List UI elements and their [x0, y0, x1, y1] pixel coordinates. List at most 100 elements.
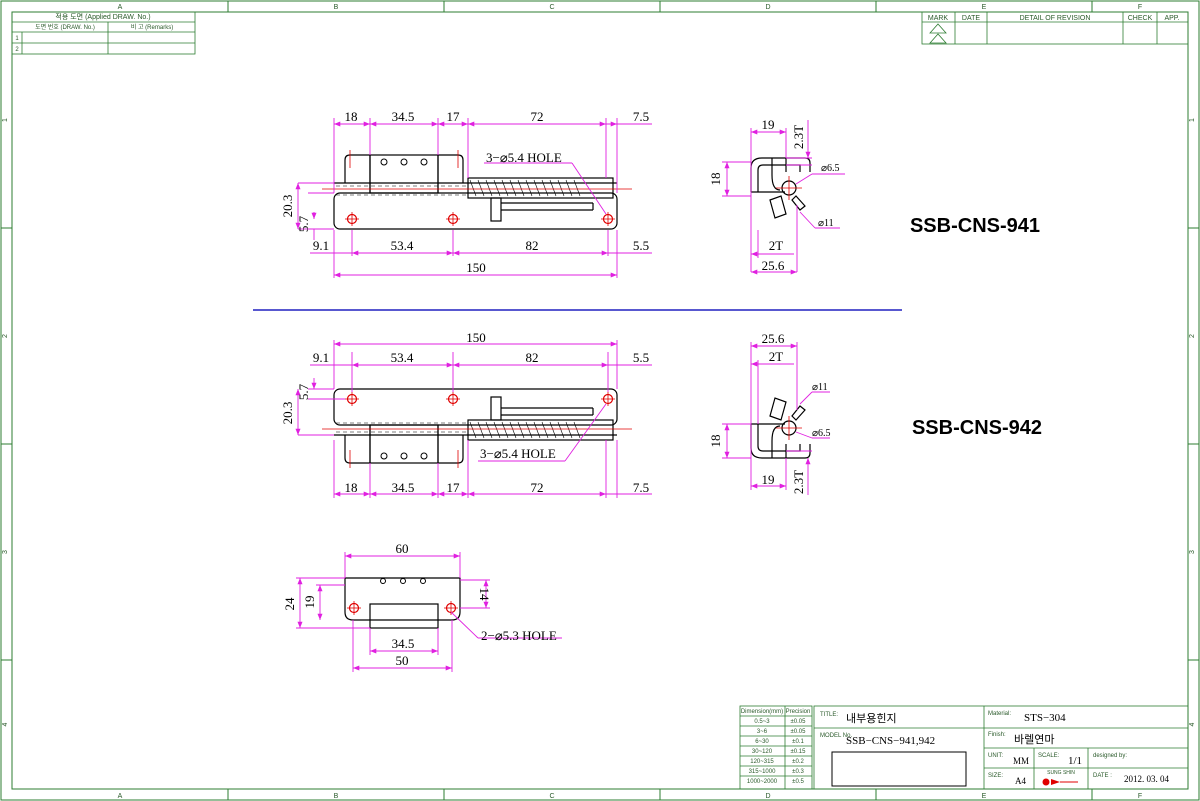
grid-col-top-A: A — [118, 4, 123, 11]
scale-label: SCALE: — [1038, 753, 1060, 759]
dim-bottom-72: 72 — [531, 480, 544, 495]
logo-text: SUNG SHIN — [1047, 770, 1075, 776]
grid-col-bottom-A: A — [118, 793, 123, 800]
tolerance-table — [739, 705, 813, 790]
dim-top-53-4: 53.4 — [391, 238, 414, 253]
dim-plate-14: 14 — [477, 588, 492, 602]
tolerance-row-dimension: 1000~2000 — [747, 779, 778, 785]
dim-side-top-19: 19 — [762, 117, 775, 132]
grid-col-top-C: C — [549, 4, 554, 11]
rev-header-detail: DETAIL OF REVISION — [1020, 15, 1091, 22]
part-number-bottom: SSB-CNS-942 — [912, 417, 1042, 439]
dim-plate-60: 60 — [396, 541, 409, 556]
finish-label: Finish: — [988, 732, 1006, 738]
dim-top-5-7: 5.7 — [296, 215, 311, 232]
grid-col-top-B: B — [334, 4, 339, 11]
tolerance-row-precision: ±0.05 — [791, 729, 807, 735]
tolerance-row-dimension: 315~1000 — [749, 769, 777, 775]
part-number-top: SSB-CNS-941 — [910, 215, 1040, 237]
grid-col-bottom-C: C — [549, 793, 554, 800]
tolerance-row-dimension: 30~120 — [752, 749, 773, 755]
grid-row-left-4: 4 — [2, 722, 9, 726]
company-logo: SUNG SHIN — [1042, 770, 1078, 786]
ref-table-col2: 비 고 (Remarks) — [131, 23, 173, 31]
tolerance-row-precision: ±0.15 — [791, 749, 807, 755]
dim-side-top-25-6: 25.6 — [762, 258, 785, 273]
rev-header-app: APP. — [1164, 15, 1179, 22]
material-label: Material: — [988, 711, 1011, 717]
size-value: A4 — [1015, 776, 1026, 786]
unit-value: MM — [1013, 756, 1029, 766]
tolerance-row-precision: ±0.2 — [792, 759, 804, 765]
dim-bottom-18: 18 — [345, 480, 358, 495]
dim-bottom-7-5: 7.5 — [633, 480, 649, 495]
dim-side-bottom-6-5: ⌀6.5 — [812, 428, 831, 439]
dimension-lines-top — [295, 118, 652, 278]
dimension-lines-bottom — [295, 340, 652, 498]
material-value: STS−304 — [1024, 712, 1066, 724]
dim-bottom-5-5: 5.5 — [633, 350, 649, 365]
ref-table-col1: 도면 번호 (DRAW. No.) — [35, 23, 95, 31]
dimension-lines-side-top — [722, 120, 845, 275]
dim-plate-hole: 2−⌀5.3 HOLE — [481, 628, 557, 643]
side-view-bottom — [750, 397, 811, 459]
dim-plate-19: 19 — [302, 596, 317, 609]
grid-row-left-3: 3 — [2, 550, 9, 554]
reference-table — [11, 11, 196, 55]
ref-table-header: 적용 도면 (Applied DRAW. No.) — [55, 12, 150, 21]
rev-header-check: CHECK — [1128, 15, 1153, 22]
front-view-top — [322, 150, 632, 230]
dim-top-72: 72 — [531, 109, 544, 124]
dim-side-bottom-11: ⌀11 — [812, 382, 828, 393]
dim-bottom-20-3: 20.3 — [280, 402, 295, 425]
date-value: 2012. 03. 04 — [1124, 774, 1170, 784]
unit-label: UNIT: — [988, 753, 1003, 759]
dim-bottom-17: 17 — [447, 480, 461, 495]
dim-side-bottom-18: 18 — [708, 435, 723, 448]
dim-side-bottom-25-6: 25.6 — [762, 331, 785, 346]
finish-value: 바렐연마 — [1014, 733, 1054, 746]
grid-row-right-4: 4 — [1189, 722, 1196, 726]
dim-bottom-150: 150 — [466, 330, 486, 345]
dim-top-5-5: 5.5 — [633, 238, 649, 253]
dim-top-18: 18 — [345, 109, 358, 124]
grid-row-right-1: 1 — [1189, 118, 1196, 122]
dim-side-top-11: ⌀11 — [818, 218, 834, 229]
dim-bottom-82: 82 — [526, 350, 539, 365]
dim-side-bottom-19: 19 — [762, 472, 775, 487]
tolerance-row-precision: ±0.05 — [791, 719, 807, 725]
dim-bottom-5-7: 5.7 — [296, 383, 311, 400]
dimension-lines-plate — [296, 552, 562, 672]
rev-header-date: DATE — [962, 15, 980, 22]
plate-view — [344, 577, 461, 629]
dim-side-top-18: 18 — [708, 173, 723, 186]
rev-header-mark: MARK — [928, 15, 949, 22]
title-block — [813, 705, 1189, 790]
dim-side-top-2-3t: 2.3T — [791, 125, 806, 149]
dim-plate-24: 24 — [282, 597, 297, 611]
dim-side-bottom-2-3t: 2.3T — [791, 470, 806, 494]
side-view-top — [750, 157, 811, 219]
tolerance-row-precision: ±0.1 — [792, 739, 804, 745]
dim-top-82: 82 — [526, 238, 539, 253]
dim-top-9-1: 9.1 — [313, 238, 329, 253]
dim-plate-34-5: 34.5 — [392, 636, 415, 651]
tolerance-row-dimension: 6~30 — [755, 739, 769, 745]
grid-row-left-2: 2 — [2, 334, 9, 338]
dim-top-7-5: 7.5 — [633, 109, 649, 124]
revision-table — [921, 11, 1189, 45]
tolerance-header-precision: Precision — [786, 709, 811, 715]
scale-value: 1/1 — [1068, 755, 1082, 767]
dim-bottom-53-4: 53.4 — [391, 350, 414, 365]
ref-table-row-1: 1 — [15, 36, 19, 42]
grid-row-right-2: 2 — [1189, 334, 1196, 338]
dimension-lines-side-bottom — [722, 342, 830, 495]
title-value: 내부용힌지 — [846, 712, 897, 725]
tolerance-row-precision: ±0.5 — [792, 779, 804, 785]
tolerance-row-dimension: 3~6 — [757, 729, 768, 735]
dim-side-top-2t: 2T — [769, 238, 784, 253]
model-value: SSB−CNS−941,942 — [846, 735, 935, 747]
